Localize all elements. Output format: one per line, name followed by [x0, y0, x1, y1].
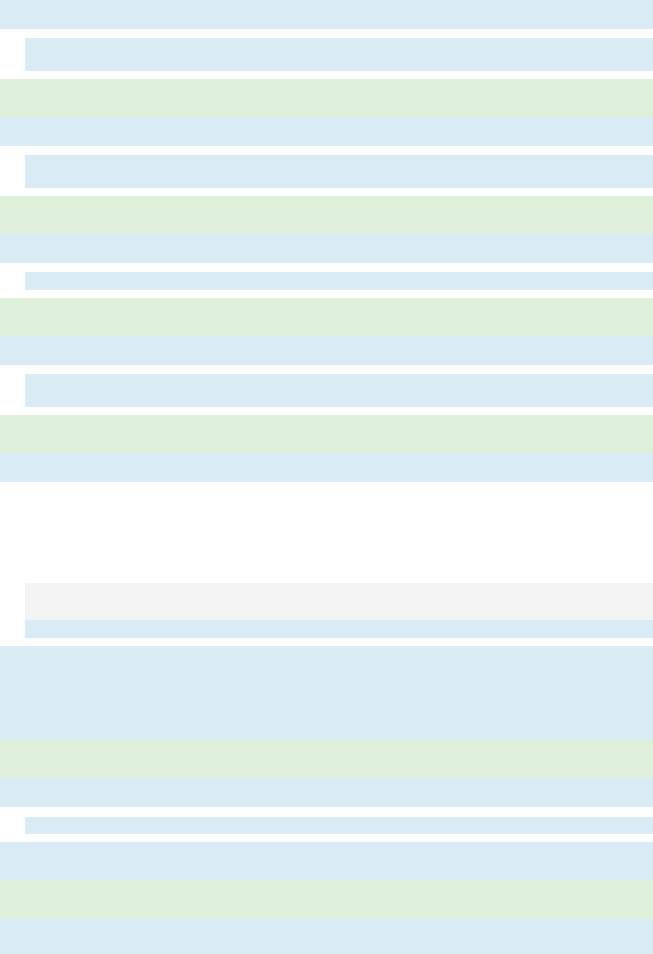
- blue-indented-strip-3: [25, 817, 653, 834]
- gray-indented-band-1: [25, 583, 653, 620]
- blue-indented-strip-1: [25, 272, 653, 290]
- blue-band-3: [0, 234, 653, 263]
- blue-band-7: [0, 842, 653, 880]
- green-band-4: [0, 415, 653, 453]
- blue-band-5: [0, 453, 653, 482]
- blue-band-6: [0, 778, 653, 807]
- blue-band-4: [0, 336, 653, 365]
- blue-indented-band-3: [25, 374, 653, 407]
- green-band-1: [0, 79, 653, 117]
- blue-band-8: [0, 919, 653, 954]
- blue-band-1: [0, 0, 653, 29]
- blue-indented-strip-2: [25, 620, 653, 638]
- blue-tall-band-1: [0, 646, 653, 740]
- green-band-5: [0, 740, 653, 778]
- blue-band-2: [0, 117, 653, 146]
- green-band-6: [0, 880, 653, 919]
- blue-indented-band-1: [25, 38, 653, 71]
- blue-indented-band-2: [25, 155, 653, 188]
- green-band-3: [0, 298, 653, 336]
- green-band-2: [0, 196, 653, 234]
